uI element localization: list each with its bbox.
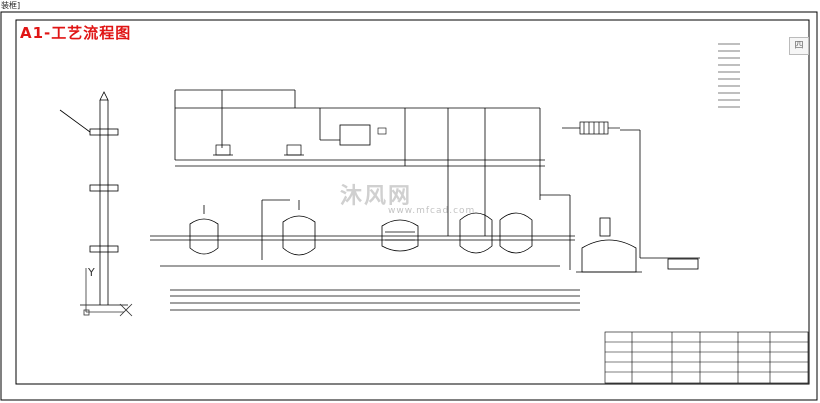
column-tower	[59, 91, 128, 306]
side-panel-toggle[interactable]: 四	[789, 37, 809, 55]
drawing-frame	[15, 19, 810, 385]
condenser-box	[339, 124, 371, 146]
window-caption: 装框]	[1, 1, 21, 10]
watermark-url: www.mfcad.com	[388, 206, 476, 216]
pump-2	[284, 144, 304, 156]
legend-block	[718, 43, 740, 108]
heat-exchanger	[562, 121, 620, 135]
ucs-axis-icon	[83, 268, 133, 317]
pump-1	[213, 144, 233, 156]
vessel-3	[381, 219, 419, 252]
vessel-6-tank	[576, 217, 642, 273]
drawing-title: A1-工艺流程图	[20, 24, 132, 42]
vessel-1	[189, 205, 219, 255]
vessel-2	[282, 200, 316, 256]
sheet-outer-border	[0, 11, 818, 401]
watermark-brand: 沐风网	[340, 184, 413, 209]
process-lines	[150, 89, 700, 311]
condenser-nozzle	[377, 127, 387, 135]
axis-y-label: Y	[87, 266, 95, 279]
vessel-5	[499, 212, 533, 254]
title-block	[604, 331, 809, 384]
pump-outlet-box	[667, 258, 699, 270]
vessel-4	[459, 212, 493, 254]
